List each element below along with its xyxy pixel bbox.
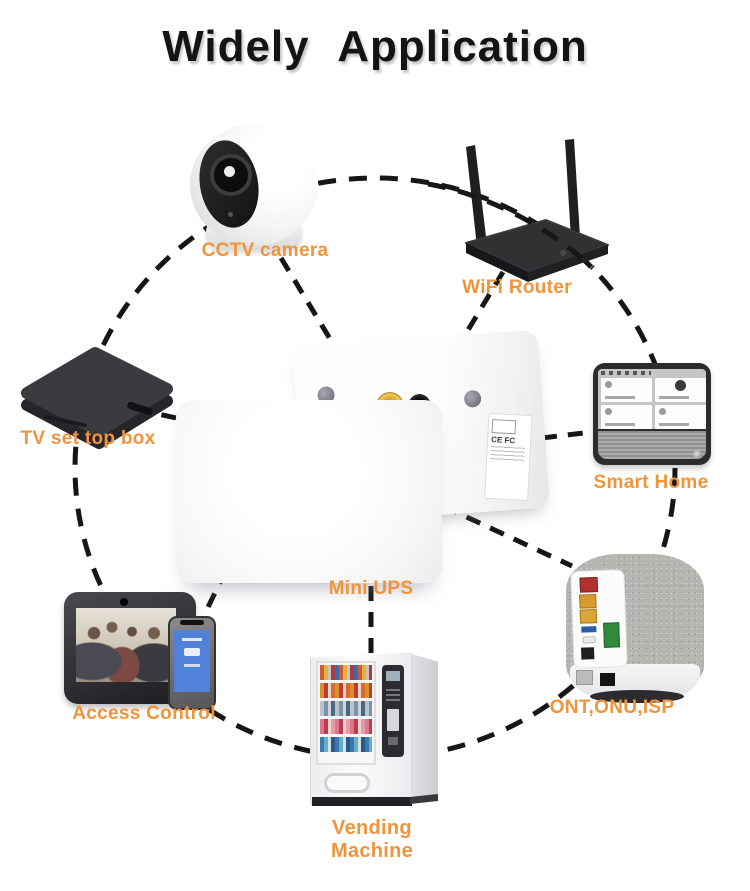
fcc-mark: FC [504, 435, 516, 446]
ont-base [590, 690, 684, 703]
tv-set-top-box-illustration [15, 343, 175, 453]
smartphone-app-button [184, 648, 200, 656]
router-top-surface [465, 219, 609, 273]
vending-display [386, 671, 400, 681]
smart-home-speaker-grille [598, 431, 706, 459]
ont-lower-port-gray [576, 670, 593, 685]
lan-port-orange [579, 609, 598, 624]
tv-box-port [127, 401, 153, 416]
smart-home-logo [693, 450, 702, 459]
product-shelf [320, 665, 372, 680]
vending-product-window [316, 661, 376, 765]
router-antenna-left [466, 145, 487, 247]
cctv-camera-label: CCTV camera [201, 240, 329, 261]
tv-box-top [21, 347, 173, 437]
tile-icon [605, 381, 612, 388]
power-port-black [580, 647, 595, 660]
smart-home-tile [601, 378, 652, 402]
vending-control-panel [382, 665, 404, 757]
ce-mark: CE [490, 435, 503, 445]
sticker-text-bars [490, 446, 525, 462]
tile-text-bar [659, 396, 689, 399]
wifi-router-shape [465, 139, 609, 282]
product-shelf [320, 701, 372, 716]
cctv-lens-glint [224, 166, 235, 177]
product-shelf [320, 737, 372, 752]
vending-kick-plate-side [410, 794, 438, 804]
tv-box-shape [21, 347, 173, 449]
vending-machine-illustration [306, 645, 440, 817]
wifi-router-label: WiFi Router [462, 277, 572, 298]
mini-ups-front-unit [176, 400, 442, 583]
sticker-diagram [491, 419, 517, 435]
smartphone-app-link-bar [184, 664, 200, 667]
smart-home-tile [655, 405, 706, 429]
smart-home-label: Smart Home [593, 472, 709, 493]
access-control-illustration [62, 590, 220, 710]
lan-port-orange [579, 594, 597, 609]
product-shelf [320, 683, 372, 698]
tile-icon [675, 380, 686, 391]
usb-port-blue [581, 626, 597, 633]
smart-home-screen [598, 369, 706, 429]
ont-onu-illustration [558, 548, 714, 706]
smart-home-tile [655, 378, 706, 402]
product-shelf [320, 719, 372, 734]
vending-machine-label: Vending Machine [330, 817, 414, 862]
tile-text-bar [605, 396, 635, 399]
tile-icon [605, 408, 612, 415]
smartphone-app-title-bar [182, 638, 202, 641]
ont-onu-isp-label: ONT,ONU,ISP [549, 697, 675, 718]
router-antenna-right [565, 139, 580, 239]
tv-set-top-box-label: TV set top box [20, 428, 156, 449]
router-logo-dot [560, 250, 566, 256]
smart-home-tile [601, 405, 652, 429]
smart-home-illustration [593, 363, 711, 465]
ups-screw [463, 389, 482, 408]
connector-smart-home [541, 428, 601, 441]
wan-port-red [579, 577, 599, 593]
tile-text-bar [659, 423, 689, 426]
access-control-label: Access Control [72, 703, 216, 724]
vending-card-reader [387, 709, 399, 731]
access-control-screen-photo [76, 608, 176, 682]
ups-spec-sticker: CE FC [484, 412, 533, 502]
vending-side-panel [410, 653, 438, 805]
ont-lower-port-black [600, 673, 615, 686]
smartphone-notch [180, 620, 204, 625]
usb-c-port [582, 636, 596, 644]
wifi-router-illustration [443, 133, 618, 293]
ont-port-panel [570, 569, 628, 669]
phone-port-green [603, 622, 620, 648]
page-title: Widely Application [162, 22, 588, 71]
vending-keypad [386, 687, 400, 701]
vending-coin-slot [388, 737, 398, 745]
mini-ups-label: Mini UPS [328, 578, 414, 599]
access-control-camera-dot [120, 598, 128, 606]
vending-pickup-slot [324, 773, 370, 793]
smart-home-statusbar [601, 371, 651, 375]
tile-text-bar [605, 423, 635, 426]
cctv-lens-ring [210, 154, 252, 196]
tile-icon [659, 408, 666, 415]
vending-kick-plate [312, 797, 412, 806]
cctv-led [228, 212, 233, 217]
cctv-camera-illustration [188, 124, 363, 264]
connector-ont [441, 503, 574, 569]
connection-circle [72, 175, 678, 761]
connector-cctv [278, 256, 341, 354]
tv-box-front-slot [43, 414, 87, 428]
